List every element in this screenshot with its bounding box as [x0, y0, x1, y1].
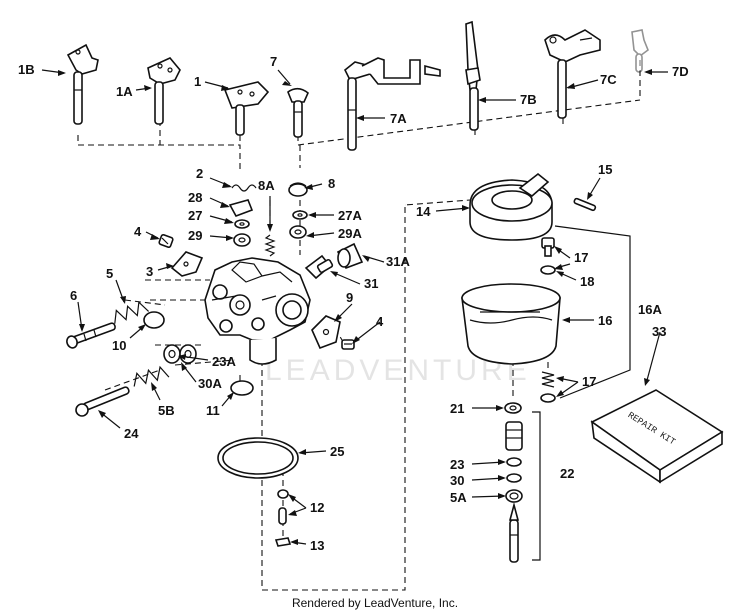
plate-9	[311, 315, 341, 350]
label-23A: 23A	[212, 354, 236, 369]
repair-kit-33: REPAIR KIT	[590, 389, 724, 484]
footer-credit: Rendered by LeadVenture, Inc.	[291, 596, 459, 610]
label-33: 33	[652, 324, 666, 339]
label-13: 13	[310, 538, 324, 553]
lever-part-7A	[343, 57, 441, 151]
screw-24	[75, 386, 130, 417]
label-7C: 7C	[600, 72, 617, 87]
label-7: 7	[270, 54, 277, 69]
label-24: 24	[124, 426, 139, 441]
label-2: 2	[196, 166, 203, 181]
plug-31A	[336, 242, 364, 270]
needle-17-top	[541, 237, 555, 257]
label-30A: 30A	[198, 376, 222, 391]
label-28: 28	[188, 190, 202, 205]
label-21: 21	[450, 401, 464, 416]
label-1B: 1B	[18, 62, 35, 77]
label-18: 18	[580, 274, 594, 289]
spring-5B	[133, 365, 170, 387]
pin-15	[573, 197, 597, 212]
bracket-22	[532, 411, 541, 561]
spring-17-bottom	[540, 371, 556, 403]
label-25: 25	[330, 444, 344, 459]
lever-part-7	[287, 87, 309, 138]
label-12: 12	[310, 500, 324, 515]
label-17-bottom: 17	[582, 374, 596, 389]
label-11: 11	[206, 403, 220, 418]
label-7A: 7A	[390, 111, 407, 126]
washer-23	[506, 457, 522, 467]
washer-21	[504, 402, 522, 414]
float-14	[469, 172, 553, 241]
nut-22	[505, 421, 523, 451]
label-15: 15	[598, 162, 612, 177]
bracket-28	[228, 199, 254, 217]
lever-part-7D	[631, 29, 649, 73]
fitting-31	[304, 254, 334, 280]
seal-29	[233, 233, 251, 247]
part-12	[277, 489, 289, 525]
plug-10	[143, 311, 165, 329]
spring-2	[231, 184, 257, 192]
label-8A: 8A	[258, 178, 275, 193]
screw-4-left	[158, 234, 174, 248]
washer-27A	[292, 210, 308, 220]
lever-part-1	[223, 81, 270, 136]
part-13	[274, 537, 292, 547]
needle-screw	[508, 501, 520, 563]
label-5A: 5A	[450, 490, 467, 505]
label-1A: 1A	[116, 84, 133, 99]
label-1: 1	[194, 74, 201, 89]
label-27: 27	[188, 208, 202, 223]
plate-3	[170, 251, 204, 277]
label-31: 31	[364, 276, 378, 291]
label-29: 29	[188, 228, 202, 243]
screw-6	[66, 322, 116, 349]
bowl-16	[461, 283, 561, 365]
lever-part-7B	[465, 20, 481, 131]
label-8: 8	[328, 176, 335, 191]
washer-23A	[163, 344, 181, 364]
leader-lines	[41, 69, 668, 545]
label-3: 3	[146, 264, 153, 279]
label-17-top: 17	[574, 250, 588, 265]
screw-4-right	[341, 339, 355, 350]
label-5B: 5B	[158, 403, 175, 418]
label-30: 30	[450, 473, 464, 488]
label-7D: 7D	[672, 64, 689, 79]
label-27A: 27A	[338, 208, 362, 223]
label-5: 5	[106, 266, 113, 281]
lever-part-1A	[147, 57, 181, 125]
label-22: 22	[560, 466, 574, 481]
clip-18	[540, 265, 556, 275]
spring-8	[288, 182, 308, 197]
washer-27	[234, 219, 250, 229]
label-14: 14	[416, 204, 431, 219]
spring-8A	[264, 234, 276, 257]
label-9: 9	[346, 290, 353, 305]
label-10: 10	[112, 338, 126, 353]
label-31A: 31A	[386, 254, 410, 269]
lever-part-7C	[544, 29, 601, 119]
gasket-25	[217, 437, 299, 479]
label-4-left: 4	[134, 224, 142, 239]
spring-5	[114, 300, 150, 324]
label-4-right: 4	[376, 314, 384, 329]
label-6: 6	[70, 288, 77, 303]
label-16A: 16A	[638, 302, 662, 317]
spring-5A	[505, 489, 523, 503]
plug-11	[230, 380, 254, 396]
lever-part-1B	[66, 43, 99, 125]
callout-labels: 1B 1A 1 7 7A 7B 7C 7D 2 8A 8 28 27 27A 2…	[18, 54, 689, 553]
carburetor-body	[204, 257, 311, 365]
label-29A: 29A	[338, 226, 362, 241]
label-23: 23	[450, 457, 464, 472]
washer-30	[506, 473, 522, 483]
bracket-16A	[554, 225, 631, 399]
seal-29A	[289, 225, 307, 239]
washer-30A	[179, 344, 197, 364]
label-7B: 7B	[520, 92, 537, 107]
label-16: 16	[598, 313, 612, 328]
